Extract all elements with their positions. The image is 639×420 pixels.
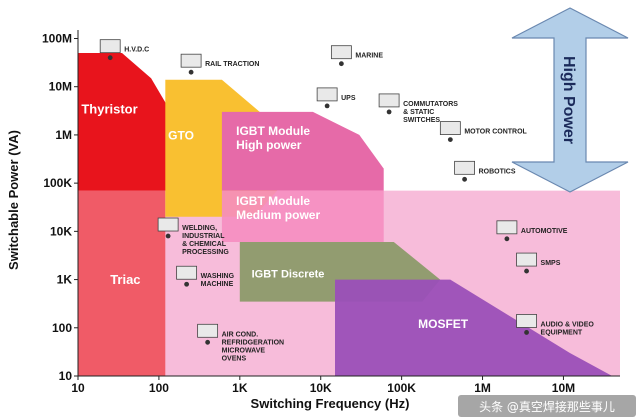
app-marker-ups [324, 103, 330, 109]
y-tick-label: 100 [52, 321, 72, 335]
y-axis-title: Switchable Power (VA) [6, 130, 21, 270]
app-label-hvdc: H.V.D.C [124, 47, 149, 54]
region-label-mosfet: MOSFET [418, 317, 469, 331]
app-label-robotics: ROBOTICS [479, 168, 516, 175]
app-icon-rail-traction [180, 53, 202, 68]
high-power-arrow-label: High Power [560, 56, 577, 144]
app-label-marine: MARINE [355, 53, 383, 60]
y-tick-label: 10K [50, 224, 72, 238]
app-label-automotive: AUTOMOTIVE [521, 228, 568, 235]
app-marker-smps [524, 268, 529, 274]
app-marker-marine [338, 61, 344, 67]
app-marker-robotics [462, 176, 467, 182]
y-tick-label: 100K [43, 176, 72, 190]
x-tick-label: 10M [552, 381, 575, 395]
app-marker-automotive [504, 236, 510, 242]
axes-layer [77, 30, 620, 377]
app-label-rail-traction: RAIL TRACTION [205, 61, 259, 68]
app-label-smps: SMPS [541, 260, 561, 267]
y-tick-label: 1K [57, 273, 73, 287]
app-icon-welding [157, 217, 179, 232]
app-icon-motor-control [439, 121, 461, 135]
watermark-text: 头条 @真空焊接那些事儿 [479, 399, 615, 414]
app-icon-marine [330, 45, 352, 60]
applications-layer: H.V.D.C RAIL TRACTION MARINE UPS COMMUTATORS… [99, 39, 595, 362]
app-marker-air-cond [205, 339, 211, 345]
app-icon-smps [516, 252, 537, 267]
region-thyristor [78, 53, 174, 191]
x-tick-label: 1M [474, 381, 491, 395]
app-marker-welding [165, 233, 171, 239]
region-triac [78, 190, 166, 376]
x-tick-label: 100K [387, 381, 416, 395]
x-tick-label: 10 [71, 381, 85, 395]
app-icon-washing [176, 265, 198, 280]
x-axis-title: Switching Frequency (Hz) [251, 396, 410, 411]
y-tick-label: 10M [49, 80, 72, 94]
region-label-gto: GTO [168, 129, 194, 143]
app-icon-robotics [454, 160, 475, 175]
x-tick-label: 1K [232, 381, 248, 395]
app-marker-washing [184, 281, 190, 287]
app-marker-audio-video [524, 330, 529, 335]
y-tick-label: 1M [55, 128, 72, 142]
region-label-thyristor: Thyristor [81, 101, 137, 116]
high-power-arrow-shape [511, 7, 629, 193]
app-icon-air-cond [197, 323, 219, 338]
app-marker-motor-control [447, 137, 453, 142]
watermark-backdrop [458, 395, 636, 417]
app-label-motor-control: MOTOR CONTROL [464, 129, 527, 136]
region-label-triac: Triac [110, 272, 140, 287]
app-icon-automotive [496, 220, 518, 235]
app-marker-hvdc [107, 55, 113, 61]
x-tick-label: 100 [149, 381, 169, 395]
high-power-arrow: High Power [511, 7, 629, 193]
y-tick-label: 10 [59, 369, 73, 383]
app-marker-rail-traction [188, 69, 194, 75]
app-icon-audio-video [516, 314, 537, 328]
region-mosfet [335, 279, 613, 376]
app-icon-hvdc [99, 39, 121, 54]
app-icon-commutators [378, 93, 400, 108]
y-tick-label: 100M [42, 31, 72, 45]
tick-labels-layer: 10 100 1K 10K 100K 1M 10M 10 100 1K 10K 100K 1M 10M 10… [42, 31, 575, 395]
region-igbt-medium [221, 190, 384, 242]
x-tick-label: 10K [310, 381, 332, 395]
region-igbt-high [221, 111, 384, 191]
app-marker-commutators [386, 109, 392, 115]
app-icon-ups [316, 87, 338, 102]
app-label-ups: UPS [341, 95, 356, 102]
region-label-igbt-discrete: IGBT Discrete [252, 269, 325, 281]
